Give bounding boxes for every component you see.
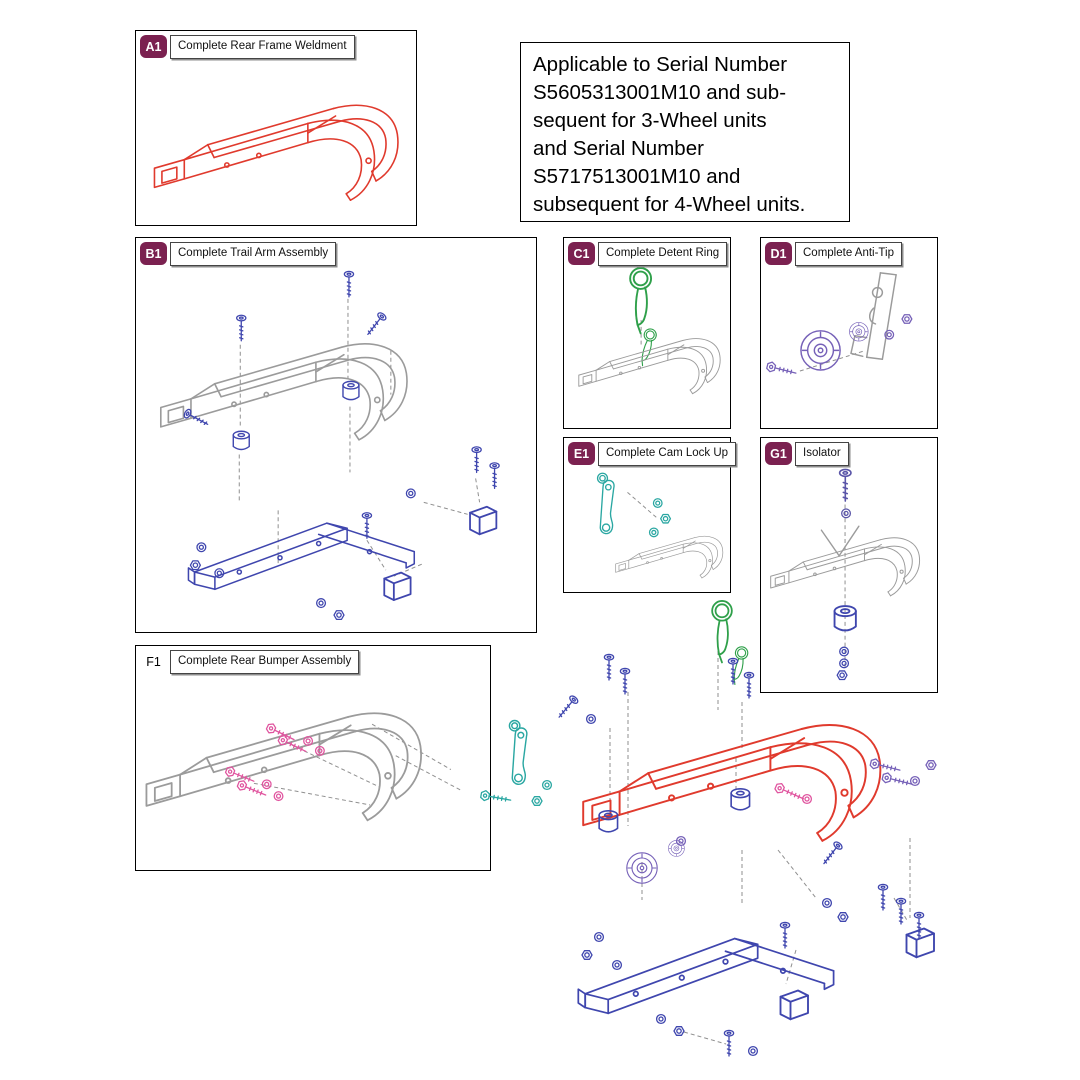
cam-lock-drawing [596, 472, 724, 579]
panel-f1-header: F1 Complete Rear Bumper Assembly [140, 650, 360, 674]
bumper-part [773, 781, 813, 805]
panel-c1-title: Complete Detent Ring [598, 242, 728, 266]
panel-a1-title: Complete Rear Frame Weldment [170, 35, 355, 59]
isolator-bolt-part [838, 468, 852, 519]
frame-part [578, 338, 721, 395]
trail-arm-parts [182, 270, 500, 621]
anti-tip-parts [765, 314, 913, 379]
serial-note-line: S5605313001M10 and sub- [533, 81, 787, 105]
rear-frame-weldment-drawing [153, 104, 399, 201]
serial-note-line: Applicable to Serial Number [533, 53, 788, 76]
bumper-part [223, 721, 325, 802]
serial-note-line: S5717513001M10 and [533, 165, 741, 189]
frame-part [615, 535, 724, 579]
panel-b1-title: Complete Trail Arm Assembly [170, 242, 337, 266]
leader-lines [609, 644, 911, 1045]
panel-d1: D1 Complete Anti-Tip [760, 237, 938, 429]
frame-part [770, 525, 921, 597]
detent-ring-drawing [578, 267, 721, 395]
panel-d1-title: Complete Anti-Tip [795, 242, 902, 266]
panel-f1-title: Complete Rear Bumper Assembly [170, 650, 360, 674]
panel-e1-header: E1 Complete Cam Lock Up [568, 442, 737, 466]
frame-part [159, 343, 408, 441]
panel-f1-badge: F1 [146, 654, 161, 669]
panel-a1-badge: A1 [140, 35, 167, 58]
serial-note-line: subsequent for 4-Wheel units. [533, 193, 806, 217]
panel-g1-badge: G1 [765, 442, 792, 465]
serial-note-line: and Serial Number [533, 137, 704, 161]
panel-e1: E1 Complete Cam Lock Up [563, 437, 737, 593]
panel-b1-header: B1 Complete Trail Arm Assembly [140, 242, 337, 266]
anti-tip-drawing [765, 272, 913, 379]
panel-g1-header: G1 Isolator [765, 442, 849, 466]
frame-fork-part [850, 272, 897, 360]
frame-part [145, 712, 422, 822]
panel-d1-badge: D1 [765, 242, 792, 265]
upper-fastener-parts [554, 653, 755, 725]
trail-arm-assembly-drawing [159, 270, 500, 621]
rear-frame-part [153, 104, 399, 201]
combined-exploded-drawing [480, 600, 937, 1057]
panel-f1: F1 Complete Rear Bumper Assembly [135, 645, 491, 871]
panel-g1-title: Isolator [795, 442, 849, 466]
cam-lock-part [596, 472, 672, 538]
panel-e1-title: Complete Cam Lock Up [598, 442, 737, 466]
trail-arm-parts [577, 787, 935, 1057]
anti-tip-parts [626, 757, 937, 884]
panel-c1: C1 Complete Detent Ring [563, 237, 731, 429]
panel-b1-badge: B1 [140, 242, 167, 265]
rear-bumper-assembly-drawing [145, 712, 463, 822]
panel-g1: G1 Isolator [760, 437, 938, 693]
panel-a1: A1 Complete Rear Frame Weldment [135, 30, 417, 226]
isolator-drawing [770, 468, 921, 681]
panel-a1-header: A1 Complete Rear Frame Weldment [140, 35, 355, 59]
panel-d1-header: D1 Complete Anti-Tip [765, 242, 902, 266]
leader-lines [627, 491, 658, 519]
serial-note: Applicable to Serial Number S5605313001M… [520, 42, 850, 222]
panel-e1-badge: E1 [568, 442, 595, 465]
panel-c1-badge: C1 [568, 242, 595, 265]
panel-c1-header: C1 Complete Detent Ring [568, 242, 728, 266]
cam-lock-part [480, 719, 553, 806]
panel-b1: B1 Complete Trail Arm Assembly [135, 237, 537, 633]
detent-ring-part [629, 267, 659, 368]
serial-note-line: sequent for 3-Wheel units [533, 109, 767, 133]
